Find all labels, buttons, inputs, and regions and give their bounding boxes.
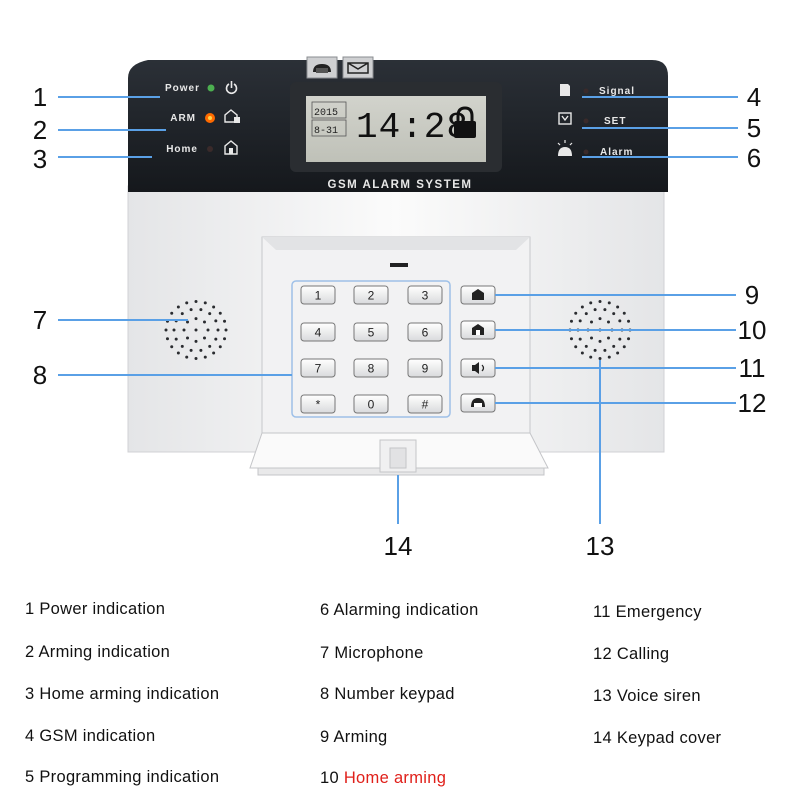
lcd-date-day: 8-31 — [314, 126, 338, 137]
key-label: 0 — [368, 398, 375, 412]
key-label: 4 — [315, 326, 322, 340]
lcd-date-year: 2015 — [314, 108, 338, 119]
callout-number: 11 — [739, 353, 766, 383]
label-home: Home — [166, 144, 198, 155]
callout-number: 14 — [384, 531, 413, 561]
key-label: 5 — [368, 326, 375, 340]
callout-number: 13 — [586, 531, 615, 561]
callout-number: 1 — [33, 82, 47, 112]
sim-card-icon — [560, 84, 570, 96]
callout-number: 10 — [738, 315, 767, 345]
legend-item: 12 Calling — [593, 645, 670, 663]
callout-number: 4 — [747, 82, 761, 112]
system-name: GSM ALARM SYSTEM — [328, 179, 473, 191]
legend-item: 10 Home arming — [320, 769, 447, 787]
key-1[interactable]: 1 — [300, 285, 336, 305]
label-signal: Signal — [599, 86, 635, 97]
speaker-icon — [472, 362, 485, 374]
power-led — [207, 84, 215, 92]
house-icon — [472, 289, 484, 300]
label-set: SET — [604, 116, 626, 127]
envelope-icon — [342, 56, 374, 79]
calling-key[interactable] — [460, 393, 496, 413]
key-7[interactable]: 7 — [300, 358, 336, 378]
callout-number: 5 — [747, 113, 761, 143]
microphone-grille — [164, 300, 228, 360]
phone-icon — [471, 398, 485, 407]
home-house-icon — [224, 140, 238, 155]
arming-key[interactable] — [460, 285, 496, 305]
key-star[interactable]: * — [300, 394, 336, 414]
key-label: # — [422, 398, 429, 412]
callout-number: 12 — [738, 388, 767, 418]
legend-item: 1 Power indication — [25, 600, 166, 618]
legend-item: 5 Programming indication — [25, 768, 220, 786]
legend-item: 3 Home arming indication — [25, 685, 220, 703]
legend-item: 14 Keypad cover — [593, 729, 722, 747]
key-label: 1 — [315, 289, 322, 303]
key-label: 3 — [422, 289, 429, 303]
legend-item: 4 GSM indication — [25, 727, 156, 745]
key-8[interactable]: 8 — [353, 358, 389, 378]
key-label: 9 — [422, 362, 429, 376]
key-6[interactable]: 6 — [407, 322, 443, 342]
label-alarm: Alarm — [600, 147, 633, 158]
callout-number: 6 — [747, 143, 761, 173]
callout-number: 9 — [745, 280, 759, 310]
key-5[interactable]: 5 — [353, 322, 389, 342]
legend-item: 13 Voice siren — [593, 687, 701, 705]
keypad-cover[interactable] — [249, 432, 549, 476]
antenna-icon — [558, 112, 572, 125]
key-9[interactable]: 9 — [407, 358, 443, 378]
key-label: 8 — [368, 362, 375, 376]
callout-number: 7 — [33, 305, 47, 335]
legend-item: 11 Emergency — [593, 603, 702, 621]
house-lock-icon — [472, 324, 484, 335]
power-icon — [225, 81, 238, 95]
callout-number: 2 — [33, 115, 47, 145]
callout-number: 3 — [33, 144, 47, 174]
key-hash[interactable]: # — [407, 394, 443, 414]
legend-item: 8 Number keypad — [320, 685, 455, 703]
padlock-icon — [454, 106, 476, 138]
key-label: 2 — [368, 289, 375, 303]
home-arming-key[interactable] — [460, 320, 496, 340]
key-4[interactable]: 4 — [300, 322, 336, 342]
key-label: * — [316, 398, 321, 412]
callout-number: 8 — [33, 360, 47, 390]
siren-icon — [557, 140, 573, 156]
emergency-key[interactable] — [460, 358, 496, 378]
arm-house-icon — [224, 109, 240, 123]
key-3[interactable]: 3 — [407, 285, 443, 305]
legend-item: 6 Alarming indication — [320, 601, 479, 619]
phone-icon — [306, 56, 338, 79]
legend-item: 2 Arming indication — [25, 643, 171, 661]
home-led — [207, 146, 213, 152]
lcd-time: 14:28 — [356, 107, 469, 148]
key-label: 7 — [315, 362, 322, 376]
number-keys: 1 2 3 4 5 6 7 8 9 * 0 # — [300, 285, 443, 414]
number-keypad — [291, 280, 451, 418]
legend-item: 9 Arming — [320, 728, 388, 746]
label-power: Power — [165, 83, 200, 94]
highlighted-legend-text: Home arming — [343, 769, 447, 787]
label-arm: ARM — [170, 113, 196, 124]
key-0[interactable]: 0 — [353, 394, 389, 414]
key-2[interactable]: 2 — [353, 285, 389, 305]
key-label: 6 — [422, 326, 429, 340]
legend-item: 7 Microphone — [320, 644, 424, 662]
